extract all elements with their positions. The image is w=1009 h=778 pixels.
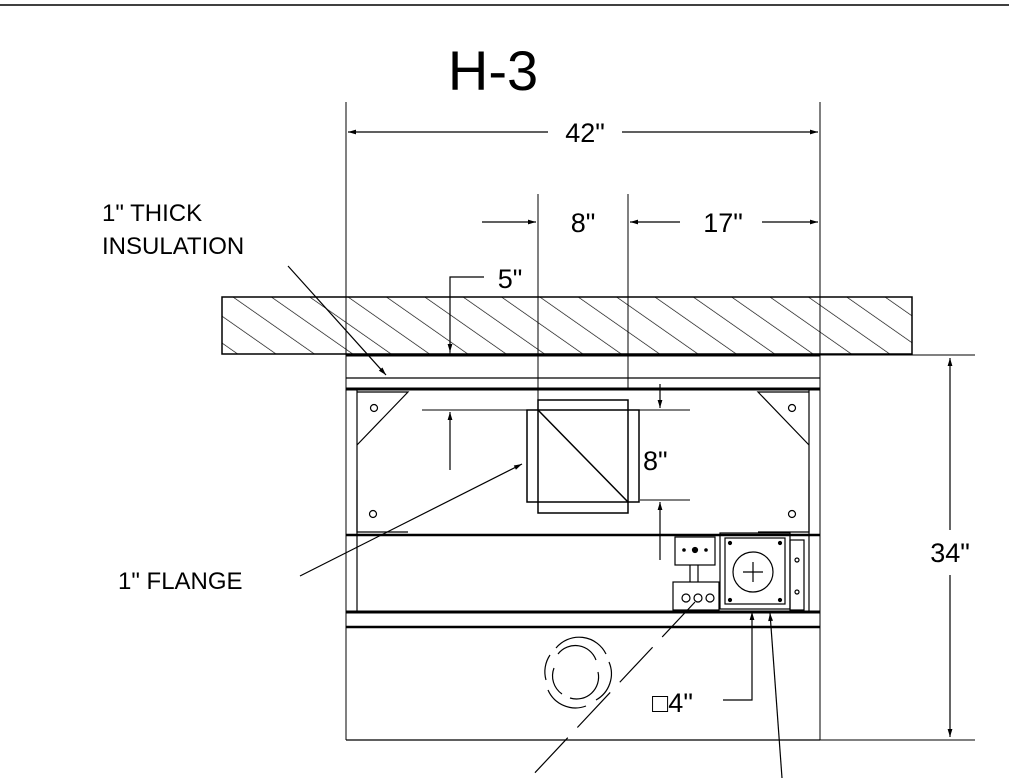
dim-left-offset: 5": [498, 264, 523, 294]
extension-lines: [345, 102, 975, 741]
box-size-leader: [723, 612, 755, 701]
duct-opening: [537, 399, 629, 514]
drawing-title: H-3: [448, 39, 538, 102]
duct-opening-diagonal: [537, 409, 629, 503]
dim-overall-width: 42": [565, 118, 605, 148]
dim-right-offset: 17": [703, 208, 743, 238]
dim-overall-height: 34": [930, 538, 970, 568]
knockout-circle: [544, 636, 612, 709]
insulation-label-line1: 1" THICK: [102, 200, 202, 227]
bracket-bolts: [368, 403, 797, 519]
control-dashed-leader: [529, 601, 696, 778]
slab-hatch: [221, 296, 913, 355]
dim-5-leader: [447, 276, 484, 352]
dim-opening-height: 8": [643, 446, 668, 476]
insulation-label-line2: INSULATION: [102, 233, 244, 260]
dim-box-size: □4": [652, 688, 693, 718]
insulation-leader: [287, 265, 387, 376]
flange-leader: [299, 463, 523, 577]
control-box-small: [672, 536, 720, 611]
corner-brackets: [356, 391, 810, 533]
flange-label: 1" FLANGE: [118, 568, 243, 595]
terminal-box-leader: [768, 612, 783, 778]
duct-flange: [526, 409, 640, 503]
dim-opening-width: 8": [571, 208, 596, 238]
unit-housing: [346, 353, 820, 741]
terminal-box: [719, 532, 805, 611]
